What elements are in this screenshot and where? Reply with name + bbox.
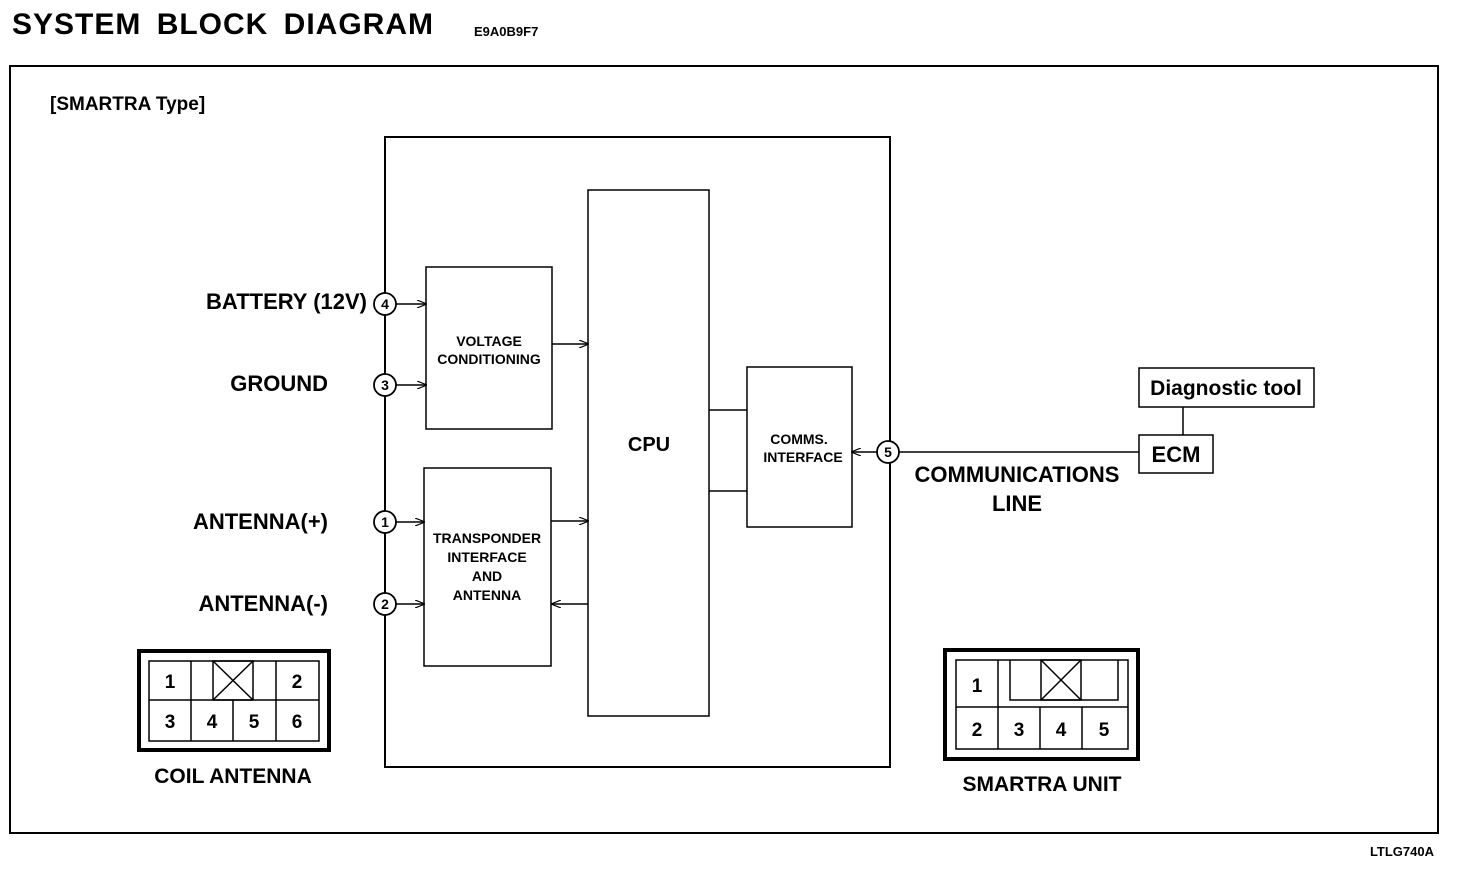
coil-pin-2: 2 <box>292 672 303 693</box>
diagnostic-tool-label: Diagnostic tool <box>1150 377 1302 400</box>
smartra-pin-5: 5 <box>1099 720 1110 741</box>
cpu-block <box>587 189 710 717</box>
transponder-block-label-1: TRANSPONDER <box>433 530 541 546</box>
transponder-block-label-2: INTERFACE <box>447 549 526 565</box>
voltage-block-label-2: CONDITIONING <box>437 351 541 367</box>
pin-3-number: 3 <box>381 377 389 393</box>
smartra-pin-4: 4 <box>1056 720 1067 741</box>
battery-label: BATTERY (12V) <box>206 289 367 314</box>
coil-pin-5: 5 <box>249 712 260 733</box>
pin-1-number: 1 <box>381 514 389 530</box>
coil-pin-1: 1 <box>165 672 176 693</box>
transponder-block-label-4: ANTENNA <box>453 587 521 603</box>
comm-line-label-2: LINE <box>992 491 1042 516</box>
coil-pin-6: 6 <box>292 712 303 733</box>
coil-antenna-label: COIL ANTENNA <box>154 765 312 788</box>
antenna-plus-label: ANTENNA(+) <box>193 509 328 534</box>
comms-block-label-2: INTERFACE <box>763 449 842 465</box>
pin-4-number: 4 <box>381 296 389 312</box>
smartra-pin-3: 3 <box>1014 720 1025 741</box>
pin-2-number: 2 <box>381 596 389 612</box>
ground-label: GROUND <box>230 371 328 396</box>
cpu-label: CPU <box>628 434 670 456</box>
type-label: [SMARTRA Type] <box>50 94 205 115</box>
ecm-label: ECM <box>1152 442 1201 467</box>
transponder-interface-block <box>423 467 552 667</box>
transponder-block-label-3: AND <box>472 568 502 584</box>
comm-line-label-1: COMMUNICATIONS <box>915 462 1120 487</box>
smartra-unit-connector <box>943 648 1140 761</box>
coil-pin-3: 3 <box>165 712 176 733</box>
voltage-conditioning-block <box>425 266 553 430</box>
outer-frame <box>9 65 1439 834</box>
coil-pin-4: 4 <box>207 712 218 733</box>
coil-antenna-connector <box>137 649 331 752</box>
figure-code: LTLG740A <box>1369 844 1434 859</box>
pin-5-number: 5 <box>884 444 892 460</box>
comms-interface-block <box>746 366 853 528</box>
page-title: SYSTEM BLOCK DIAGRAM <box>12 8 434 41</box>
smartra-pin-1: 1 <box>972 676 983 697</box>
smartra-unit-label: SMARTRA UNIT <box>962 773 1121 796</box>
ecm-box <box>1138 434 1214 474</box>
voltage-block-label-1: VOLTAGE <box>456 333 522 349</box>
comms-block-label-1: COMMS. <box>770 431 828 447</box>
diagnostic-tool-box <box>1138 367 1315 408</box>
document-code: E9A0B9F7 <box>474 24 539 39</box>
antenna-minus-label: ANTENNA(-) <box>198 591 328 616</box>
smartra-pin-2: 2 <box>972 720 983 741</box>
